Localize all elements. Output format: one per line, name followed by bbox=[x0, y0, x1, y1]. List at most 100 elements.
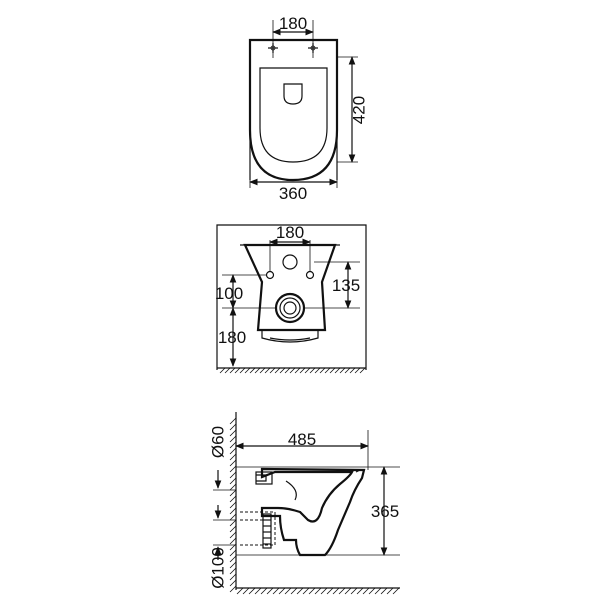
hatch-stroke bbox=[296, 587, 304, 595]
hatch-stroke bbox=[380, 587, 388, 595]
hatch-stroke bbox=[244, 367, 251, 374]
front-floor-clearance-label: 180 bbox=[218, 328, 246, 347]
hatch-stroke bbox=[344, 587, 352, 595]
hatch-stroke bbox=[274, 367, 281, 374]
hatch-stroke bbox=[229, 471, 237, 479]
hatch-stroke bbox=[229, 417, 237, 425]
side-view-floor-hatch bbox=[236, 587, 400, 595]
top-view-drain-opening bbox=[283, 83, 303, 105]
hatch-stroke bbox=[260, 587, 268, 595]
hatch-stroke bbox=[229, 423, 237, 431]
hatch-stroke bbox=[229, 489, 237, 497]
hatch-stroke bbox=[374, 587, 382, 595]
hatch-stroke bbox=[314, 367, 321, 374]
hatch-stroke bbox=[272, 587, 280, 595]
hatch-stroke bbox=[229, 507, 237, 515]
hatch-stroke bbox=[290, 587, 298, 595]
side-view-bowl-profile bbox=[260, 467, 366, 557]
hatch-stroke bbox=[229, 585, 237, 593]
hatch-stroke bbox=[392, 587, 400, 595]
hatch-stroke bbox=[229, 435, 237, 443]
hatch-stroke bbox=[229, 567, 237, 575]
hatch-stroke bbox=[229, 367, 236, 374]
hatch-stroke bbox=[284, 367, 291, 374]
hatch-stroke bbox=[239, 367, 246, 374]
hatch-stroke bbox=[304, 367, 311, 374]
hatch-stroke bbox=[329, 367, 336, 374]
hatch-stroke bbox=[320, 587, 328, 595]
hatch-stroke bbox=[254, 367, 261, 374]
side-outlet-diameter-label: Ø100 bbox=[209, 547, 228, 589]
hatch-stroke bbox=[332, 587, 340, 595]
side-view-mounting-frame bbox=[240, 511, 276, 546]
hatch-stroke bbox=[229, 477, 237, 485]
hatch-stroke bbox=[284, 587, 292, 595]
hatch-stroke bbox=[269, 367, 276, 374]
hatch-stroke bbox=[338, 587, 346, 595]
hatch-stroke bbox=[229, 483, 237, 491]
side-view-left-ticks bbox=[213, 470, 236, 560]
front-view-floor-hatch bbox=[219, 367, 366, 374]
hatch-stroke bbox=[326, 587, 334, 595]
side-length-label: 485 bbox=[288, 430, 316, 449]
front-view-frame bbox=[216, 224, 367, 370]
front-view-body-outline bbox=[243, 243, 337, 332]
top-view-inner-rim bbox=[259, 67, 328, 163]
hatch-stroke bbox=[314, 587, 322, 595]
side-view-outlet bbox=[262, 513, 272, 549]
hatch-stroke bbox=[308, 587, 316, 595]
hatch-stroke bbox=[219, 367, 226, 374]
hatch-stroke bbox=[229, 459, 237, 467]
hatch-stroke bbox=[229, 513, 237, 521]
hatch-stroke bbox=[229, 447, 237, 455]
hatch-stroke bbox=[224, 367, 231, 374]
front-view-bolt-right bbox=[305, 270, 315, 280]
hatch-stroke bbox=[229, 441, 237, 449]
hatch-stroke bbox=[362, 587, 370, 595]
hatch-stroke bbox=[242, 587, 250, 595]
hatch-stroke bbox=[229, 495, 237, 503]
hatch-stroke bbox=[229, 429, 237, 437]
hatch-stroke bbox=[229, 501, 237, 509]
top-bolt-spacing-label: 180 bbox=[279, 14, 307, 33]
front-view-inlet bbox=[282, 254, 298, 270]
hatch-stroke bbox=[229, 519, 237, 527]
hatch-stroke bbox=[248, 587, 256, 595]
hatch-stroke bbox=[229, 537, 237, 545]
hatch-stroke bbox=[324, 367, 331, 374]
hatch-stroke bbox=[229, 525, 237, 533]
front-view-base-plate bbox=[261, 330, 319, 343]
hatch-stroke bbox=[356, 587, 364, 595]
hatch-stroke bbox=[289, 367, 296, 374]
hatch-stroke bbox=[229, 531, 237, 539]
hatch-stroke bbox=[229, 561, 237, 569]
hatch-stroke bbox=[229, 453, 237, 461]
hatch-stroke bbox=[344, 367, 351, 374]
side-height-label: 365 bbox=[371, 502, 399, 521]
side-view-inlet bbox=[255, 471, 273, 485]
front-view-bolt-left bbox=[265, 270, 275, 280]
side-view: Ø60 485 365 Ø100 bbox=[209, 412, 400, 595]
hatch-stroke bbox=[299, 367, 306, 374]
hatch-stroke bbox=[229, 465, 237, 473]
hatch-stroke bbox=[229, 555, 237, 563]
hatch-stroke bbox=[254, 587, 262, 595]
hatch-stroke bbox=[309, 367, 316, 374]
hatch-stroke bbox=[229, 549, 237, 557]
hatch-stroke bbox=[339, 367, 346, 374]
front-height-left-label: 100 bbox=[215, 284, 243, 303]
top-view-bowl-outline bbox=[248, 38, 339, 182]
hatch-stroke bbox=[359, 367, 366, 374]
hatch-stroke bbox=[264, 367, 271, 374]
top-width-label: 360 bbox=[279, 184, 307, 203]
hatch-stroke bbox=[229, 579, 237, 587]
top-depth-label: 420 bbox=[350, 96, 369, 124]
hatch-stroke bbox=[259, 367, 266, 374]
hatch-stroke bbox=[234, 367, 241, 374]
hatch-stroke bbox=[302, 587, 310, 595]
hatch-stroke bbox=[229, 573, 237, 581]
hatch-stroke bbox=[334, 367, 341, 374]
hatch-stroke bbox=[266, 587, 274, 595]
hatch-stroke bbox=[236, 587, 244, 595]
